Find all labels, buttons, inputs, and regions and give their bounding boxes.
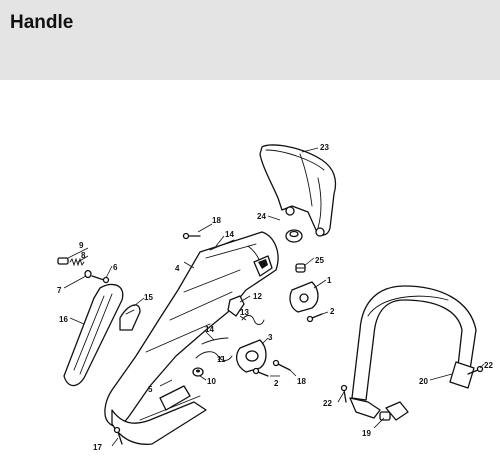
part-6-screw[interactable]: [91, 275, 110, 284]
part-5-bottom-guard[interactable]: [111, 385, 207, 445]
part-8-spring[interactable]: [69, 257, 85, 267]
callout-labels: 23 24 25 1 2 3 2 18 4 5 9 8 7 6 16 15 18…: [57, 143, 493, 452]
part-18-screw-lower[interactable]: [272, 359, 291, 371]
part-7-washer[interactable]: [84, 269, 92, 279]
callout-5: 5: [148, 385, 153, 394]
callout-16: 16: [59, 315, 68, 324]
part-22-screw-left[interactable]: [340, 384, 348, 403]
part-18-screw-upper[interactable]: [182, 232, 201, 240]
callout-12: 12: [253, 292, 262, 301]
callout-19: 19: [362, 429, 371, 438]
part-20-front-handle[interactable]: [349, 285, 477, 419]
header-bar: Handle: [0, 0, 500, 80]
callout-18-upper: 18: [212, 216, 221, 225]
part-15-throttle-trigger[interactable]: [119, 304, 141, 331]
callout-18-lower: 18: [297, 377, 306, 386]
part-10-stopper-nut[interactable]: [192, 367, 204, 377]
callout-2-upper: 2: [330, 307, 335, 316]
part-16-grip-pad[interactable]: [63, 283, 124, 387]
callout-11: 11: [217, 355, 226, 364]
part-2-screw-upper[interactable]: [306, 313, 323, 323]
page-title: Handle: [10, 12, 74, 33]
part-14-rod-lower[interactable]: [201, 337, 229, 345]
part-9-pin[interactable]: [57, 257, 69, 265]
part-12-lever[interactable]: [227, 295, 245, 317]
callout-17: 17: [93, 443, 102, 452]
callout-22-right: 22: [484, 361, 493, 370]
part-2-screw-lower[interactable]: [252, 367, 269, 377]
callout-7: 7: [57, 286, 62, 295]
callout-1: 1: [327, 276, 332, 285]
callout-23: 23: [320, 143, 329, 152]
part-17-screw[interactable]: [113, 426, 123, 445]
part-19-bushing[interactable]: [379, 401, 409, 421]
leader-lines: [63, 147, 485, 447]
part-13-spring-wire[interactable]: [241, 315, 265, 325]
part-23-handle-shroud[interactable]: [259, 144, 337, 237]
callout-14-lower: 14: [205, 325, 214, 334]
callout-13: 13: [240, 308, 249, 317]
callout-14-upper: 14: [225, 230, 234, 239]
callout-15: 15: [144, 293, 153, 302]
part-3-buffer[interactable]: [235, 339, 267, 373]
callout-24: 24: [257, 212, 266, 221]
part-25-stopper[interactable]: [295, 263, 306, 273]
callout-10: 10: [207, 377, 216, 386]
part-11-control-cable[interactable]: [195, 351, 233, 361]
callout-20: 20: [419, 377, 428, 386]
callout-8: 8: [81, 251, 86, 260]
callout-22-left: 22: [323, 399, 332, 408]
part-22-screw-right[interactable]: [467, 365, 484, 375]
callout-3: 3: [268, 333, 273, 342]
callout-25: 25: [315, 256, 324, 265]
callout-2-lower: 2: [274, 379, 279, 388]
callout-6: 6: [113, 263, 118, 272]
callout-9: 9: [79, 241, 84, 250]
part-24-grommet[interactable]: [285, 229, 303, 243]
part-1-bracket[interactable]: [289, 281, 319, 313]
part-14-rod-upper[interactable]: [209, 239, 235, 251]
callout-4: 4: [175, 264, 180, 273]
